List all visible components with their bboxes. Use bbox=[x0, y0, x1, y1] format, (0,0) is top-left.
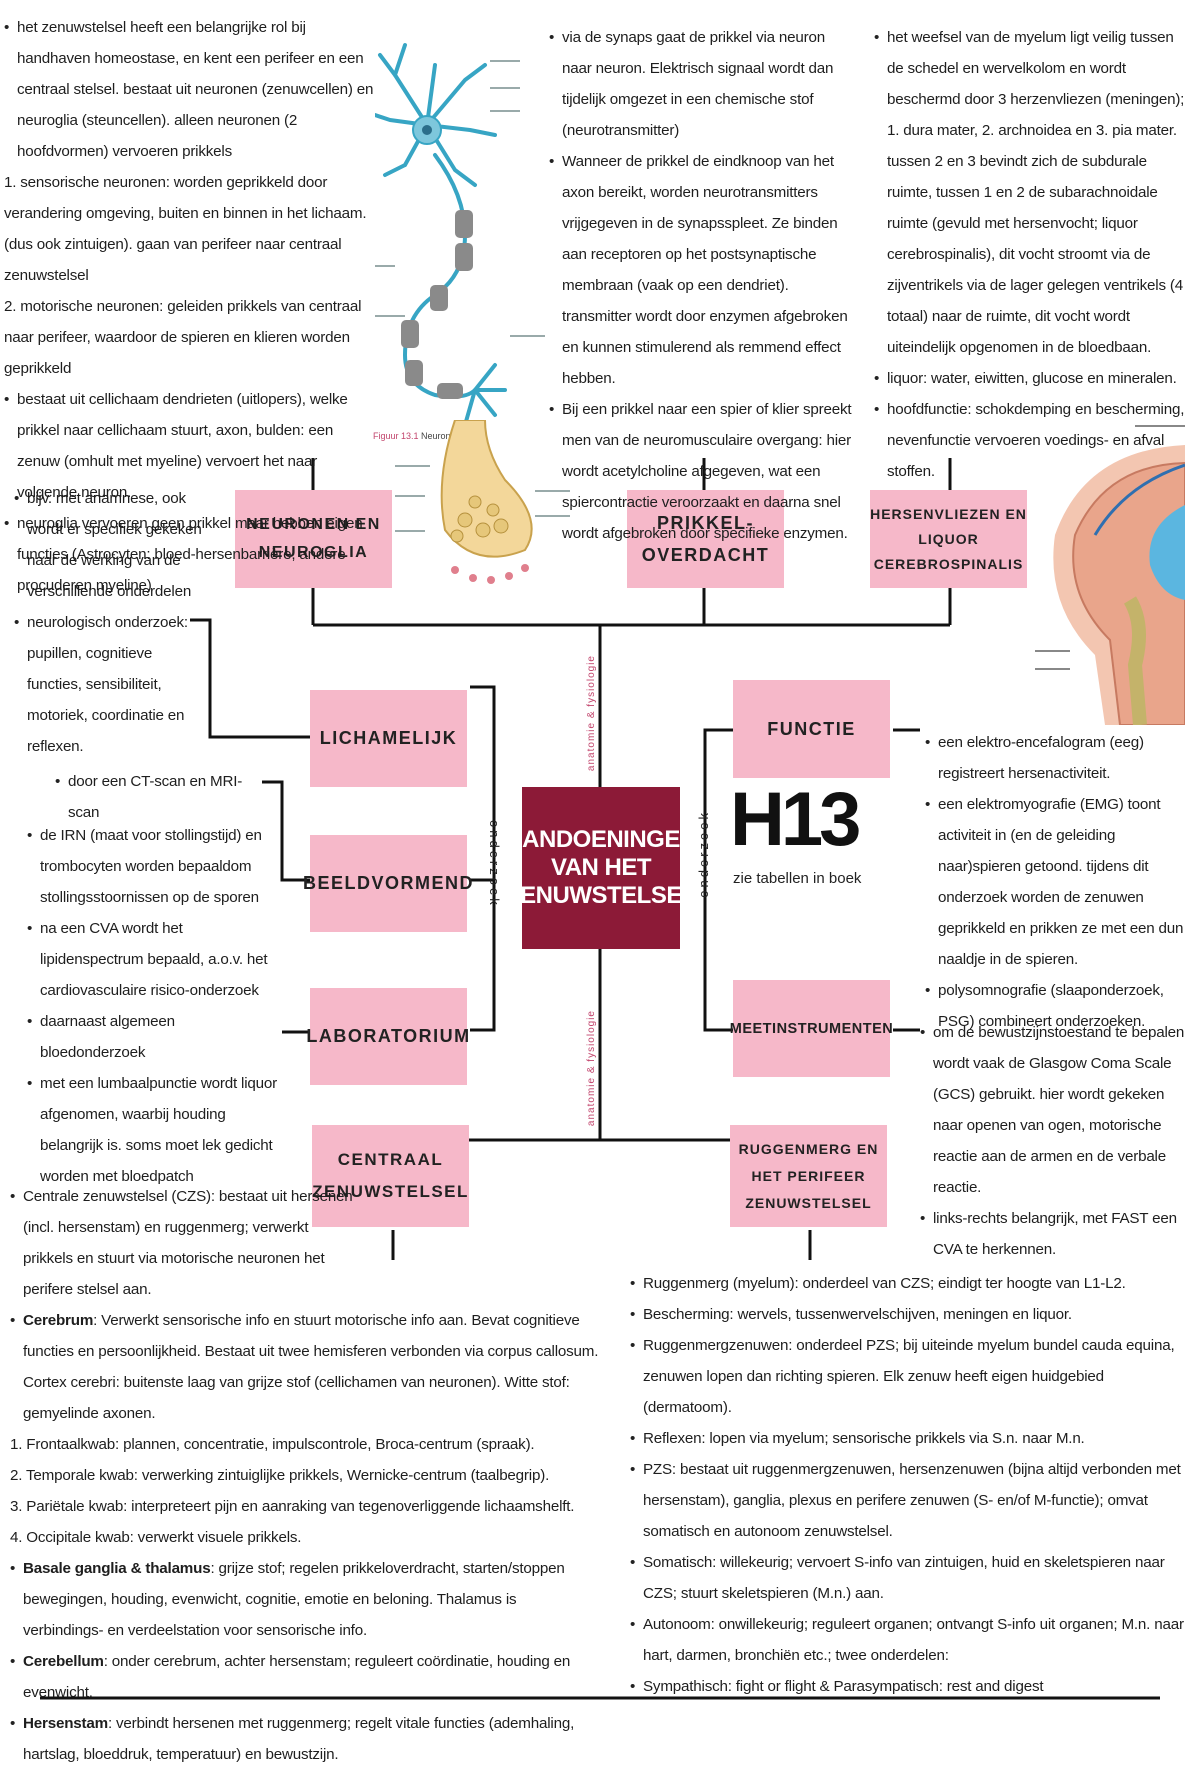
box-hersenvliezen: HERSENVLIEZEN EN LIQUOR CEREBROSPINALIS bbox=[870, 490, 1027, 588]
anatomie-bottom-label: anatomie & fysiologie bbox=[586, 1010, 597, 1127]
pzs-item: Autonoom: onwillekeurig; reguleert organ… bbox=[630, 1609, 1185, 1671]
functie-item: een elektro-encefalogram (eeg) registree… bbox=[925, 727, 1193, 789]
beeldvormend-text-connector bbox=[262, 780, 310, 882]
lichamelijk-text: bijv. met anamnese, ook wordt er specifi… bbox=[14, 483, 209, 762]
box-lichamelijk: LICHAMELIJK bbox=[310, 690, 467, 787]
pzs-text: Ruggenmerg (myelum): onderdeel van CZS; … bbox=[630, 1268, 1185, 1702]
czs-intro: Centrale zenuwstelsel (CZS): bestaat uit… bbox=[10, 1181, 353, 1305]
onderzoek-right-label: onderzoek bbox=[696, 810, 711, 898]
hersenvliezen-item: het weefsel van de myelum ligt veilig tu… bbox=[874, 22, 1189, 363]
connector-lines bbox=[40, 458, 1160, 1700]
pzs-item: PZS: bestaat uit ruggenmergzenuwen, hers… bbox=[630, 1454, 1185, 1547]
laboratorium-text: de IRN (maat voor stollingstijd) en trom… bbox=[27, 820, 282, 1192]
prikkel-item: Wanneer de prikkel de eindknoop van het … bbox=[549, 146, 855, 394]
basale-desc: : grijze stof; regelen prikkeloverdracht… bbox=[23, 1560, 565, 1639]
neuronen-item: het zenuwstelsel heeft een belangrijke r… bbox=[4, 12, 376, 167]
czs-cerebellum: Cerebellum: onder cerebrum, achter herse… bbox=[10, 1646, 600, 1708]
pzs-item: Bescherming: wervels, tussenwervelschijv… bbox=[630, 1299, 1185, 1330]
lobe-item: 3. Pariëtale kwab: interpreteert pijn en… bbox=[10, 1498, 575, 1515]
pzs-item: Reflexen: lopen via myelum; sensorische … bbox=[630, 1423, 1185, 1454]
functie-item: een elektromyografie (EMG) toont activit… bbox=[925, 789, 1193, 975]
beeldvormend-text: door een CT-scan en MRI-scan bbox=[55, 766, 265, 828]
cerebellum-desc: : onder cerebrum, achter hersenstam; reg… bbox=[23, 1653, 571, 1701]
cerebellum-term: Cerebellum bbox=[23, 1653, 104, 1670]
right-onderzoek-bracket bbox=[703, 728, 733, 1032]
chapter-subtitle: zie tabellen in boek bbox=[733, 870, 862, 887]
chapter-number: H13 bbox=[730, 777, 861, 862]
laboratorium-item: de IRN (maat voor stollingstijd) en trom… bbox=[27, 820, 282, 913]
lobe-item: 4. Occipitale kwab: verwerkt visuele pri… bbox=[10, 1529, 302, 1546]
pzs-item: Somatisch: willekeurig; vervoert S-info … bbox=[630, 1547, 1185, 1609]
neuron-figure bbox=[375, 43, 545, 427]
lobe-item: 1. Frontaalkwab: plannen, concentratie, … bbox=[10, 1436, 535, 1453]
functie-text: een elektro-encefalogram (eeg) registree… bbox=[925, 727, 1193, 1037]
figure-caption-title: Neuron bbox=[421, 431, 451, 441]
laboratorium-item: met een lumbaalpunctie wordt liquor afge… bbox=[27, 1068, 282, 1192]
figure-caption: Figuur 13.1 bbox=[373, 431, 419, 441]
cerebrum-term: Cerebrum bbox=[23, 1312, 94, 1329]
prikkel-text: via de synaps gaat de prikkel via neuron… bbox=[549, 22, 855, 549]
meetinstrumenten-text: om de bewustzijnstoestand te bepalen wor… bbox=[920, 1017, 1188, 1265]
meet-item: links-rechts belangrijk, met FAST een CV… bbox=[920, 1203, 1188, 1265]
left-onderzoek-bracket bbox=[470, 685, 496, 1032]
onderzoek-left-label: onderzoek bbox=[487, 820, 502, 908]
anatomie-top-label: anatomie & fysiologie bbox=[586, 655, 597, 772]
hersenvliezen-item: hoofdfunctie: schokdemping en beschermin… bbox=[874, 394, 1189, 487]
box-beeldvormend: BEELDVORMEND bbox=[303, 835, 473, 932]
synapse-figure bbox=[395, 420, 570, 584]
czs-text: Centrale zenuwstelsel (CZS): bestaat uit… bbox=[10, 1181, 600, 1770]
hersenstam-term: Hersenstam bbox=[23, 1715, 108, 1732]
czs-hersenstam: Hersenstam: verbindt hersenen met ruggen… bbox=[10, 1708, 600, 1770]
neuronen-item: 1. sensorische neuronen: worden geprikke… bbox=[4, 174, 367, 284]
cerebrum-desc: : Verwerkt sensorische info en stuurt mo… bbox=[23, 1312, 599, 1422]
meet-item: om de bewustzijnstoestand te bepalen wor… bbox=[920, 1017, 1188, 1203]
hersenvliezen-item: liquor: water, eiwitten, glucose en mine… bbox=[874, 363, 1189, 394]
basale-term: Basale ganglia & thalamus bbox=[23, 1560, 211, 1577]
laboratorium-item: daarnaast algemeen bloedonderzoek bbox=[27, 1006, 282, 1068]
pzs-item: Ruggenmerg (myelum): onderdeel van CZS; … bbox=[630, 1268, 1185, 1299]
box-meetinstrumenten: MEETINSTRUMENTEN bbox=[730, 980, 893, 1077]
central-title-box: AANDOENINGEN VAN HET ZENUWSTELSEL bbox=[505, 787, 697, 949]
lichamelijk-item: neurologisch onderzoek: pupillen, cognit… bbox=[14, 607, 209, 762]
neuronen-item: 2. motorische neuronen: geleiden prikkel… bbox=[4, 298, 362, 377]
pzs-item: Sympathisch: fight or flight & Parasympa… bbox=[630, 1671, 1185, 1702]
box-ruggenmerg-pzs: RUGGENMERG EN HET PERIFEER ZENUWSTELSEL bbox=[730, 1125, 887, 1227]
box-laboratorium: LABORATORIUM bbox=[306, 988, 469, 1085]
prikkel-item: Bij een prikkel naar een spier of klier … bbox=[549, 394, 855, 549]
laboratorium-item: na een CVA wordt het lipidenspectrum bep… bbox=[27, 913, 282, 1006]
beeldvormend-item: door een CT-scan en MRI-scan bbox=[55, 766, 265, 828]
lobe-item: 2. Temporale kwab: verwerking zintuiglij… bbox=[10, 1467, 550, 1484]
hersenvliezen-text: het weefsel van de myelum ligt veilig tu… bbox=[874, 22, 1189, 487]
prikkel-item: via de synaps gaat de prikkel via neuron… bbox=[549, 22, 855, 146]
czs-cerebrum: Cerebrum: Verwerkt sensorische info en s… bbox=[10, 1305, 600, 1429]
czs-basale: Basale ganglia & thalamus: grijze stof; … bbox=[10, 1553, 600, 1646]
box-functie: FUNCTIE bbox=[733, 680, 890, 778]
pzs-item: Ruggenmergzenuwen: onderdeel PZS; bij ui… bbox=[630, 1330, 1185, 1423]
lichamelijk-item: bijv. met anamnese, ook wordt er specifi… bbox=[14, 483, 209, 607]
